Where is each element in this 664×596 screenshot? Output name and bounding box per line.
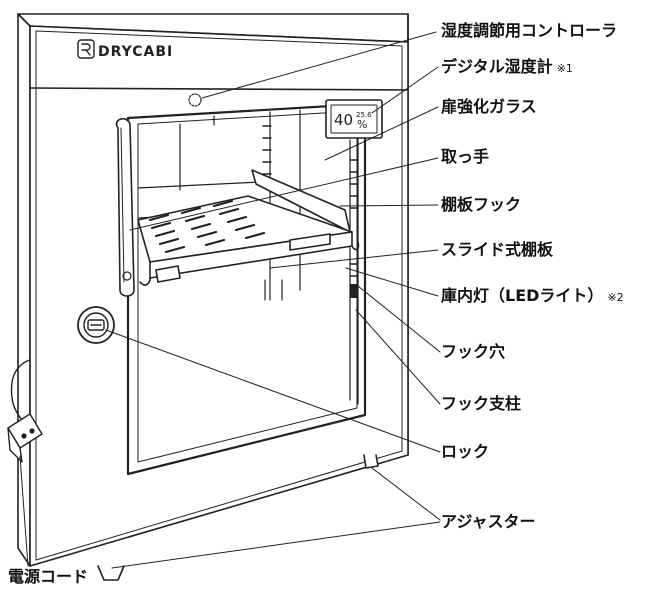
digital-hygrometer: 40 25.6 % — [325, 99, 383, 139]
lock[interactable] — [77, 306, 115, 344]
slide-shelf — [137, 195, 360, 286]
adjusters — [97, 454, 379, 581]
leader-glass — [324, 106, 439, 161]
leader-slide-shelf — [269, 249, 439, 269]
humidity-controller-knob[interactable] — [188, 93, 202, 107]
hook-holes — [262, 125, 359, 277]
label-shelf-hook: 棚板フック — [441, 195, 522, 214]
leader-lock — [105, 329, 441, 453]
leader-power-cord — [19, 455, 29, 567]
leader-hook-hole — [357, 285, 441, 353]
hook-post — [349, 135, 359, 405]
label-light-text: 庫内灯（LEDライト） — [441, 286, 604, 305]
label-hook-hole: フック穴 — [441, 342, 506, 361]
cabinet-side — [17, 13, 31, 567]
hygrometer-unit: % — [357, 118, 367, 131]
leader-handle — [129, 157, 439, 231]
power-cord — [7, 359, 43, 463]
label-hygrometer: デジタル湿度計※1 — [441, 58, 573, 78]
label-adjuster: アジャスター — [441, 512, 536, 531]
label-slide-shelf: スライド式棚板 — [441, 240, 554, 259]
leader-hook-post — [355, 309, 441, 405]
hygrometer-temp: 25.6 — [356, 111, 372, 119]
hygrometer-value: 40 — [334, 111, 353, 129]
door-handle[interactable] — [115, 117, 135, 297]
label-glass: 扉強化ガラス — [441, 97, 537, 116]
leader-light — [345, 267, 439, 297]
label-hook-post: フック支柱 — [441, 394, 522, 413]
brand-logo: DRYCABI — [77, 39, 173, 60]
glass-window — [126, 102, 367, 476]
label-light: 庫内灯（LEDライト）※2 — [441, 287, 624, 307]
leader-shelf-hook — [339, 204, 439, 207]
label-controller: 湿度調節用コントローラ — [441, 21, 618, 40]
leader-controller — [201, 31, 437, 99]
label-hygrometer-text: デジタル湿度計 — [441, 57, 553, 76]
leader-hygrometer — [371, 66, 439, 114]
brand-name: DRYCABI — [98, 44, 173, 60]
label-power-cord: 電源コード — [8, 567, 89, 586]
leader-adjuster-right — [371, 467, 441, 521]
label-lock: ロック — [441, 442, 490, 461]
label-light-note: ※2 — [607, 291, 624, 304]
leader-lines — [19, 31, 441, 569]
label-handle: 取っ手 — [441, 147, 490, 166]
shelf-slots — [148, 199, 266, 254]
leader-adjuster-left — [111, 521, 441, 569]
label-hygrometer-note: ※1 — [556, 62, 573, 75]
